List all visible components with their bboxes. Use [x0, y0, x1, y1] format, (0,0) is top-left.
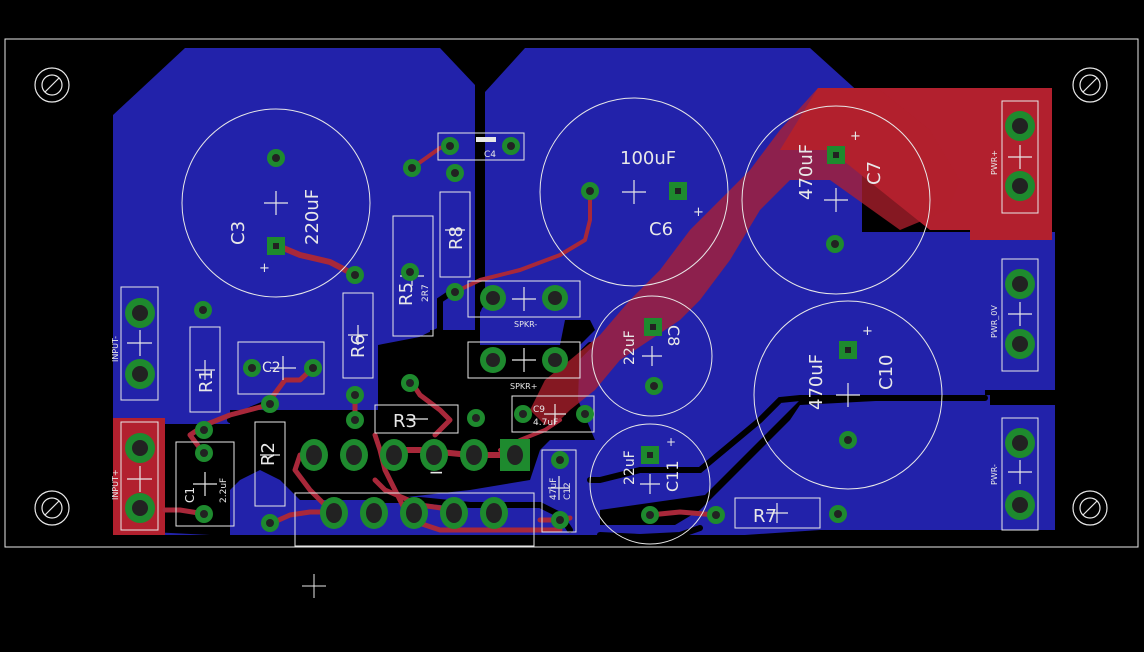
c6-value: 100uF	[620, 148, 676, 169]
r5-value: 2R7	[421, 284, 431, 302]
c2-name: C2	[262, 360, 281, 376]
spkr-plus-label: SPKR+	[510, 382, 537, 391]
input-plus-label: INPUT+	[111, 469, 120, 500]
pwr-0v-connector: PWR_0V	[990, 258, 1039, 372]
c10-name: C10	[876, 355, 897, 390]
cap-c3: + C3 220uF	[181, 108, 371, 298]
input-minus-connector: INPUT-	[111, 286, 159, 401]
spkr-plus-connector: SPKR+	[467, 341, 581, 391]
c1-name: C1	[183, 487, 197, 503]
cap-c8: 22uF C8	[591, 295, 713, 417]
c7-name: C7	[864, 161, 885, 185]
cap-c7: + 470uF C7	[741, 105, 931, 295]
c3-name: C3	[228, 221, 249, 245]
pwr-minus-connector: PWR-	[990, 417, 1039, 531]
top-traces	[162, 143, 719, 533]
svg-text:+: +	[862, 324, 873, 339]
res-r6: R6	[342, 292, 374, 379]
c12-name: C12	[563, 482, 573, 500]
board-outline	[4, 38, 1139, 548]
input-plus-connector: INPUT+	[111, 421, 159, 531]
c8-name: C8	[664, 325, 683, 346]
svg-text:+: +	[259, 261, 270, 276]
r7-name: R7	[753, 506, 777, 527]
r8-name: R8	[446, 226, 467, 250]
pwr-minus-label: PWR-	[990, 464, 999, 485]
svg-text:+: +	[693, 205, 704, 220]
ground-pour	[113, 48, 1055, 535]
res-r8: R8	[439, 191, 471, 278]
pads	[125, 111, 1035, 532]
cap-c1: C1 2.2uF	[175, 441, 235, 527]
c12-value: 47uF	[549, 478, 559, 500]
c7-value: 470uF	[796, 144, 817, 200]
c3-value: 220uF	[302, 189, 323, 245]
c4-name: C4	[484, 150, 496, 160]
input-minus-label: INPUT-	[111, 336, 120, 362]
r6-name: R6	[348, 334, 369, 358]
c10-value: 470uF	[806, 354, 827, 410]
pwr-plus-label: PWR+	[990, 150, 999, 175]
spkr-minus-label: SPKR-	[514, 320, 537, 329]
pwr-0v-label: PWR_0V	[990, 305, 999, 338]
cap-c11: + 22uF C11	[589, 423, 711, 545]
r5-name: R5	[396, 282, 417, 306]
pwr-plus-connector: PWR+	[990, 100, 1039, 214]
res-r2: R2	[254, 421, 286, 507]
c1-value: 2.2uF	[219, 478, 229, 503]
c6-name: C6	[649, 219, 673, 240]
svg-text:+: +	[666, 435, 676, 449]
cap-c2: C2	[237, 341, 325, 395]
r1-name: R1	[196, 369, 217, 393]
r2-name: R2	[258, 442, 279, 466]
spkr-minus-connector: SPKR-	[467, 280, 581, 329]
c11-value: 22uF	[622, 450, 638, 485]
mounting-holes	[34, 67, 1108, 526]
cap-c4: C4	[437, 132, 525, 161]
cap-c10: + 470uF C10	[753, 300, 943, 490]
c8-value: 22uF	[622, 330, 638, 365]
res-r1: R1	[189, 326, 221, 413]
c9-name: C9	[533, 405, 545, 415]
c9-value: 4.7uF	[533, 418, 558, 428]
c11-name: C11	[663, 460, 682, 492]
cap-c12: 47uF C12	[541, 449, 577, 533]
res-r7: R7	[734, 497, 821, 529]
r3-name: R3	[393, 411, 417, 432]
res-r3: R3	[374, 404, 459, 434]
svg-text:+: +	[850, 129, 861, 144]
cap-c6: + 100uF C6	[539, 97, 729, 287]
origin-marker	[302, 574, 326, 598]
